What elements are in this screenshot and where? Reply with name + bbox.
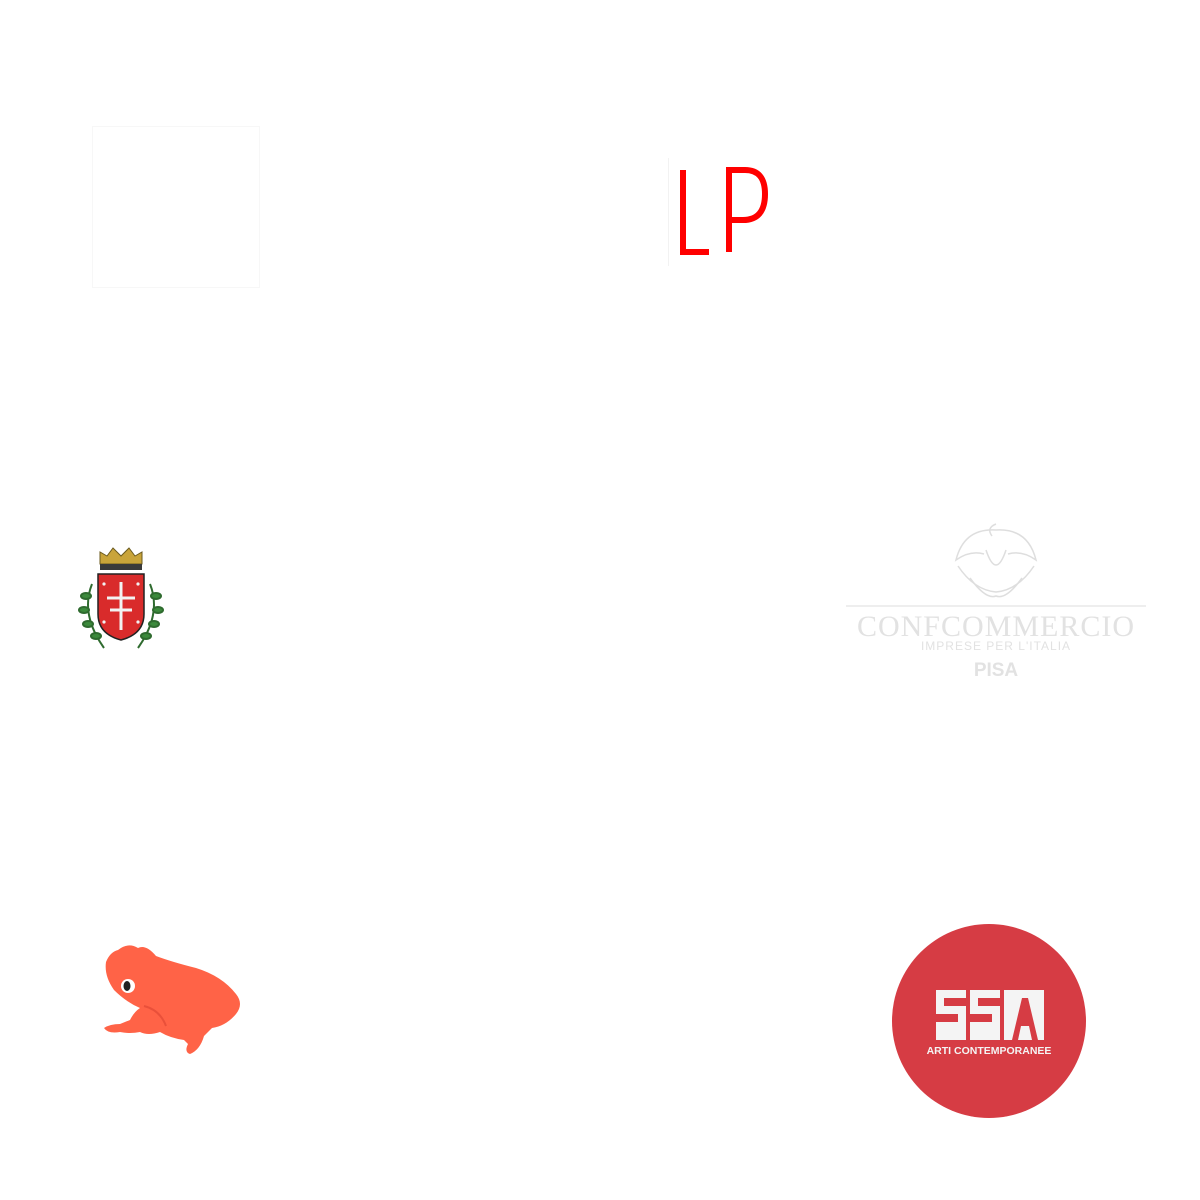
svg-text:CONFCOMMERCIO: CONFCOMMERCIO: [857, 610, 1135, 643]
confcommercio-logo-mark: CONFCOMMERCIO IMPRESE PER L'ITALIA PISA: [846, 523, 1146, 681]
frog-icon: [104, 945, 240, 1054]
svg-text:ARTI CONTEMPORANEE: ARTI CONTEMPORANEE: [927, 1045, 1052, 1057]
ssa-logo-mark: ARTI CONTEMPORANEE: [892, 924, 1086, 1118]
svg-text:IMPRESE PER L'ITALIA: IMPRESE PER L'ITALIA: [921, 639, 1071, 653]
blank-logo: [92, 126, 260, 288]
svg-text:PISA: PISA: [974, 660, 1019, 681]
confcommercio-logo: CONFCOMMERCIO IMPRESE PER L'ITALIA PISA: [846, 520, 1146, 685]
pisa-crest-icon: [78, 547, 164, 649]
lp-logo: [668, 158, 779, 266]
lp-logo-mark: [680, 167, 769, 255]
ssa-logo: ARTI CONTEMPORANEE: [892, 924, 1086, 1118]
pisa-crest-logo: [74, 544, 168, 656]
frog-logo: [100, 940, 245, 1060]
